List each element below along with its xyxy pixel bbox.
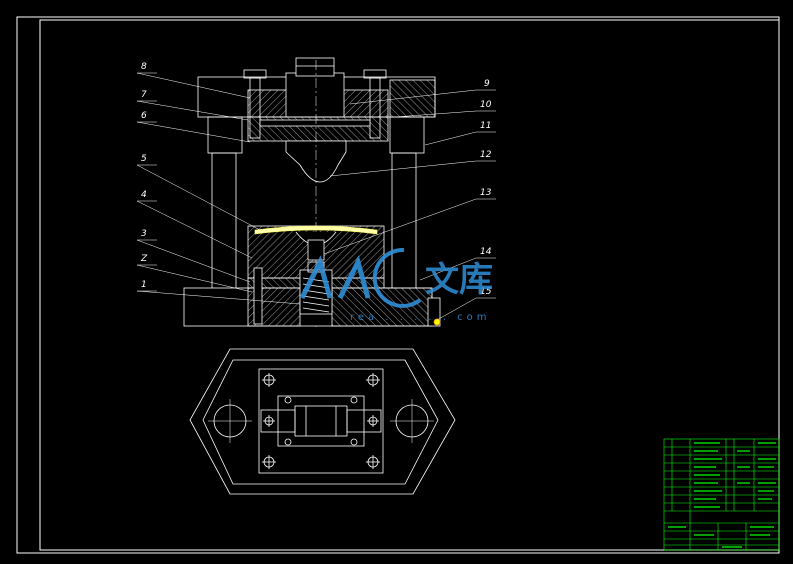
part-label-8: 8 — [141, 62, 147, 72]
punch-part-12 — [285, 140, 347, 183]
part-label-13: 13 — [480, 188, 492, 198]
part-label-11: 11 — [480, 121, 492, 131]
die-shoe-outline — [189, 348, 456, 495]
watermark-logo — [299, 247, 422, 308]
part-label-6: 6 — [141, 111, 147, 121]
screw-holes — [262, 373, 380, 469]
die-shank — [285, 72, 345, 118]
part-label-1: 1 — [141, 280, 147, 290]
watermark-url-text: rea . . . . . com — [350, 312, 491, 323]
watermark-chinese-text: 文库 — [425, 260, 493, 300]
leader-lines — [136, 72, 496, 321]
plan-view — [189, 348, 456, 495]
inner-frame — [39, 19, 780, 551]
part-label-7: 7 — [141, 90, 147, 100]
part-label-10: 10 — [480, 100, 492, 110]
part-label-2: Z — [141, 254, 148, 264]
die-plate-outline — [258, 368, 384, 474]
part-label-15: 15 — [480, 287, 492, 297]
die-assembly-section-view — [183, 57, 441, 330]
part-label-14: 14 — [480, 247, 492, 257]
part-label-3: 3 — [141, 229, 147, 239]
title-block — [663, 438, 780, 551]
part-label-4: 4 — [141, 190, 147, 200]
part-label-12: 12 — [480, 150, 492, 160]
part-label-5: 5 — [141, 154, 147, 164]
part-label-9: 9 — [484, 79, 490, 89]
